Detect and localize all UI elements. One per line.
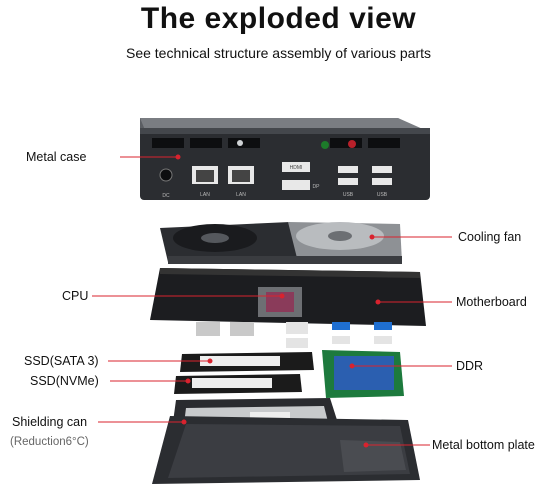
label-shielding-can: Shielding can: [12, 415, 88, 429]
port-label-lan-1: LAN: [200, 192, 210, 198]
page-subtitle: See technical structure assembly of vari…: [125, 45, 432, 61]
port-label-dp: DP: [313, 184, 321, 190]
label-ssd-nvme: SSD(NVMe): [30, 374, 99, 388]
cooling-fan-assembly: [160, 222, 402, 264]
label-ddr: DDR: [456, 359, 484, 373]
label-reduction: (Reduction6°C): [10, 436, 89, 448]
ddr-module: [322, 350, 404, 398]
metal-case: [140, 118, 430, 200]
port-label-hdmi: HDMI: [290, 165, 303, 171]
port-label-usb-1: USB: [343, 192, 354, 198]
label-metal-case: Metal case: [26, 150, 87, 164]
label-motherboard: Motherboard: [456, 295, 527, 309]
label-cooling-fan: Cooling fan: [458, 230, 522, 244]
label-metal-bottom-plate: Metal bottom plate: [432, 438, 535, 452]
port-label-lan-2: LAN: [236, 192, 246, 198]
ssd-nvme: [174, 374, 302, 394]
label-ssd-sata: SSD(SATA 3): [24, 354, 99, 368]
ssd-sata: [180, 352, 314, 372]
port-label-usb-2: USB: [377, 192, 388, 198]
leader-lines: [92, 154, 452, 448]
metal-bottom-plate: [152, 416, 420, 484]
port-label-dc: DC: [162, 193, 170, 199]
label-cpu: CPU: [62, 289, 89, 303]
motherboard: [150, 268, 426, 348]
page-title: The exploded view: [140, 2, 417, 35]
